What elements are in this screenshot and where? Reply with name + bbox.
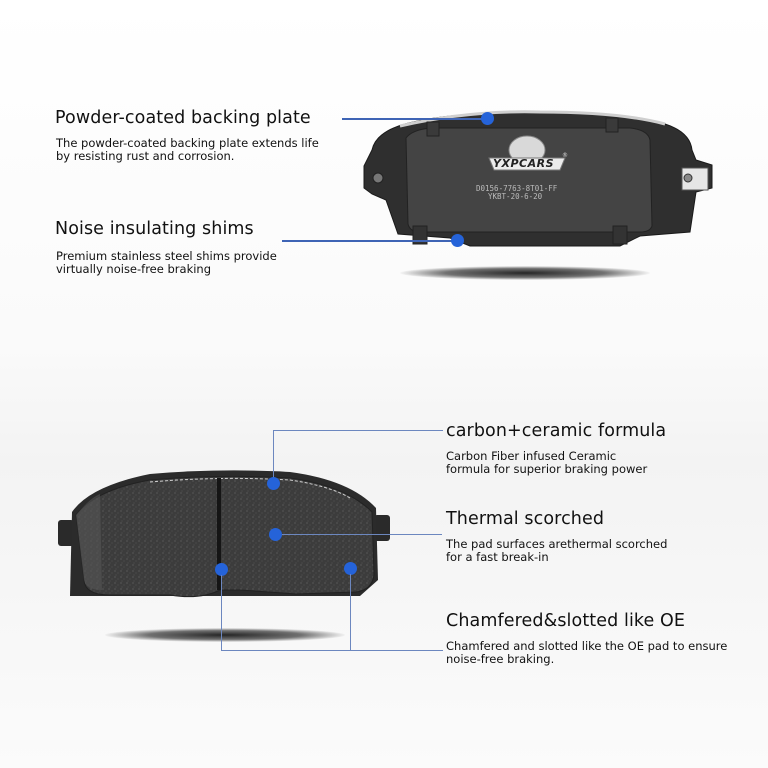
- leader-line-vertical-chamfer: [350, 574, 351, 650]
- feature-description: Carbon Fiber infused Ceramic formula for…: [446, 449, 648, 476]
- feature-title: Thermal scorched: [446, 509, 605, 529]
- backing-plate-shadow: [400, 266, 650, 280]
- feature-title: Powder-coated backing plate: [55, 108, 311, 128]
- leader-line: [282, 240, 458, 242]
- callout-dot: [481, 112, 494, 125]
- callout-dot-slot: [215, 563, 228, 576]
- part-code-line-2: YKBT-20-6-20: [488, 192, 543, 201]
- feature-description: Chamfered and slotted like the OE pad to…: [446, 639, 728, 666]
- leader-line-vertical: [273, 430, 274, 482]
- leader-line: [282, 534, 442, 535]
- friction-pad-shadow: [105, 628, 345, 642]
- feature-title: Chamfered&slotted like OE: [446, 611, 686, 631]
- leader-line-horizontal: [273, 430, 443, 431]
- leader-line: [342, 118, 488, 120]
- callout-dot: [269, 528, 282, 541]
- leader-line-vertical-slot: [221, 575, 222, 650]
- feature-description: The powder-coated backing plate extends …: [56, 136, 319, 163]
- registered-mark: ®: [562, 152, 568, 159]
- callout-dot: [267, 477, 280, 490]
- callout-dot: [451, 234, 464, 247]
- callout-dot-chamfer: [344, 562, 357, 575]
- feature-title: carbon+ceramic formula: [446, 421, 667, 441]
- brand-logo-text: YXPCARS: [493, 157, 554, 170]
- feature-description: The pad surfaces arethermal scorched for…: [446, 537, 668, 564]
- part-code-line-1: D0156-7763-8T01-FF: [476, 184, 558, 193]
- feature-description: Premium stainless steel shims provide vi…: [56, 249, 277, 276]
- feature-title: Noise insulating shims: [55, 219, 254, 239]
- leader-line-horizontal: [221, 650, 443, 651]
- backing-plate-illustration: [363, 110, 713, 247]
